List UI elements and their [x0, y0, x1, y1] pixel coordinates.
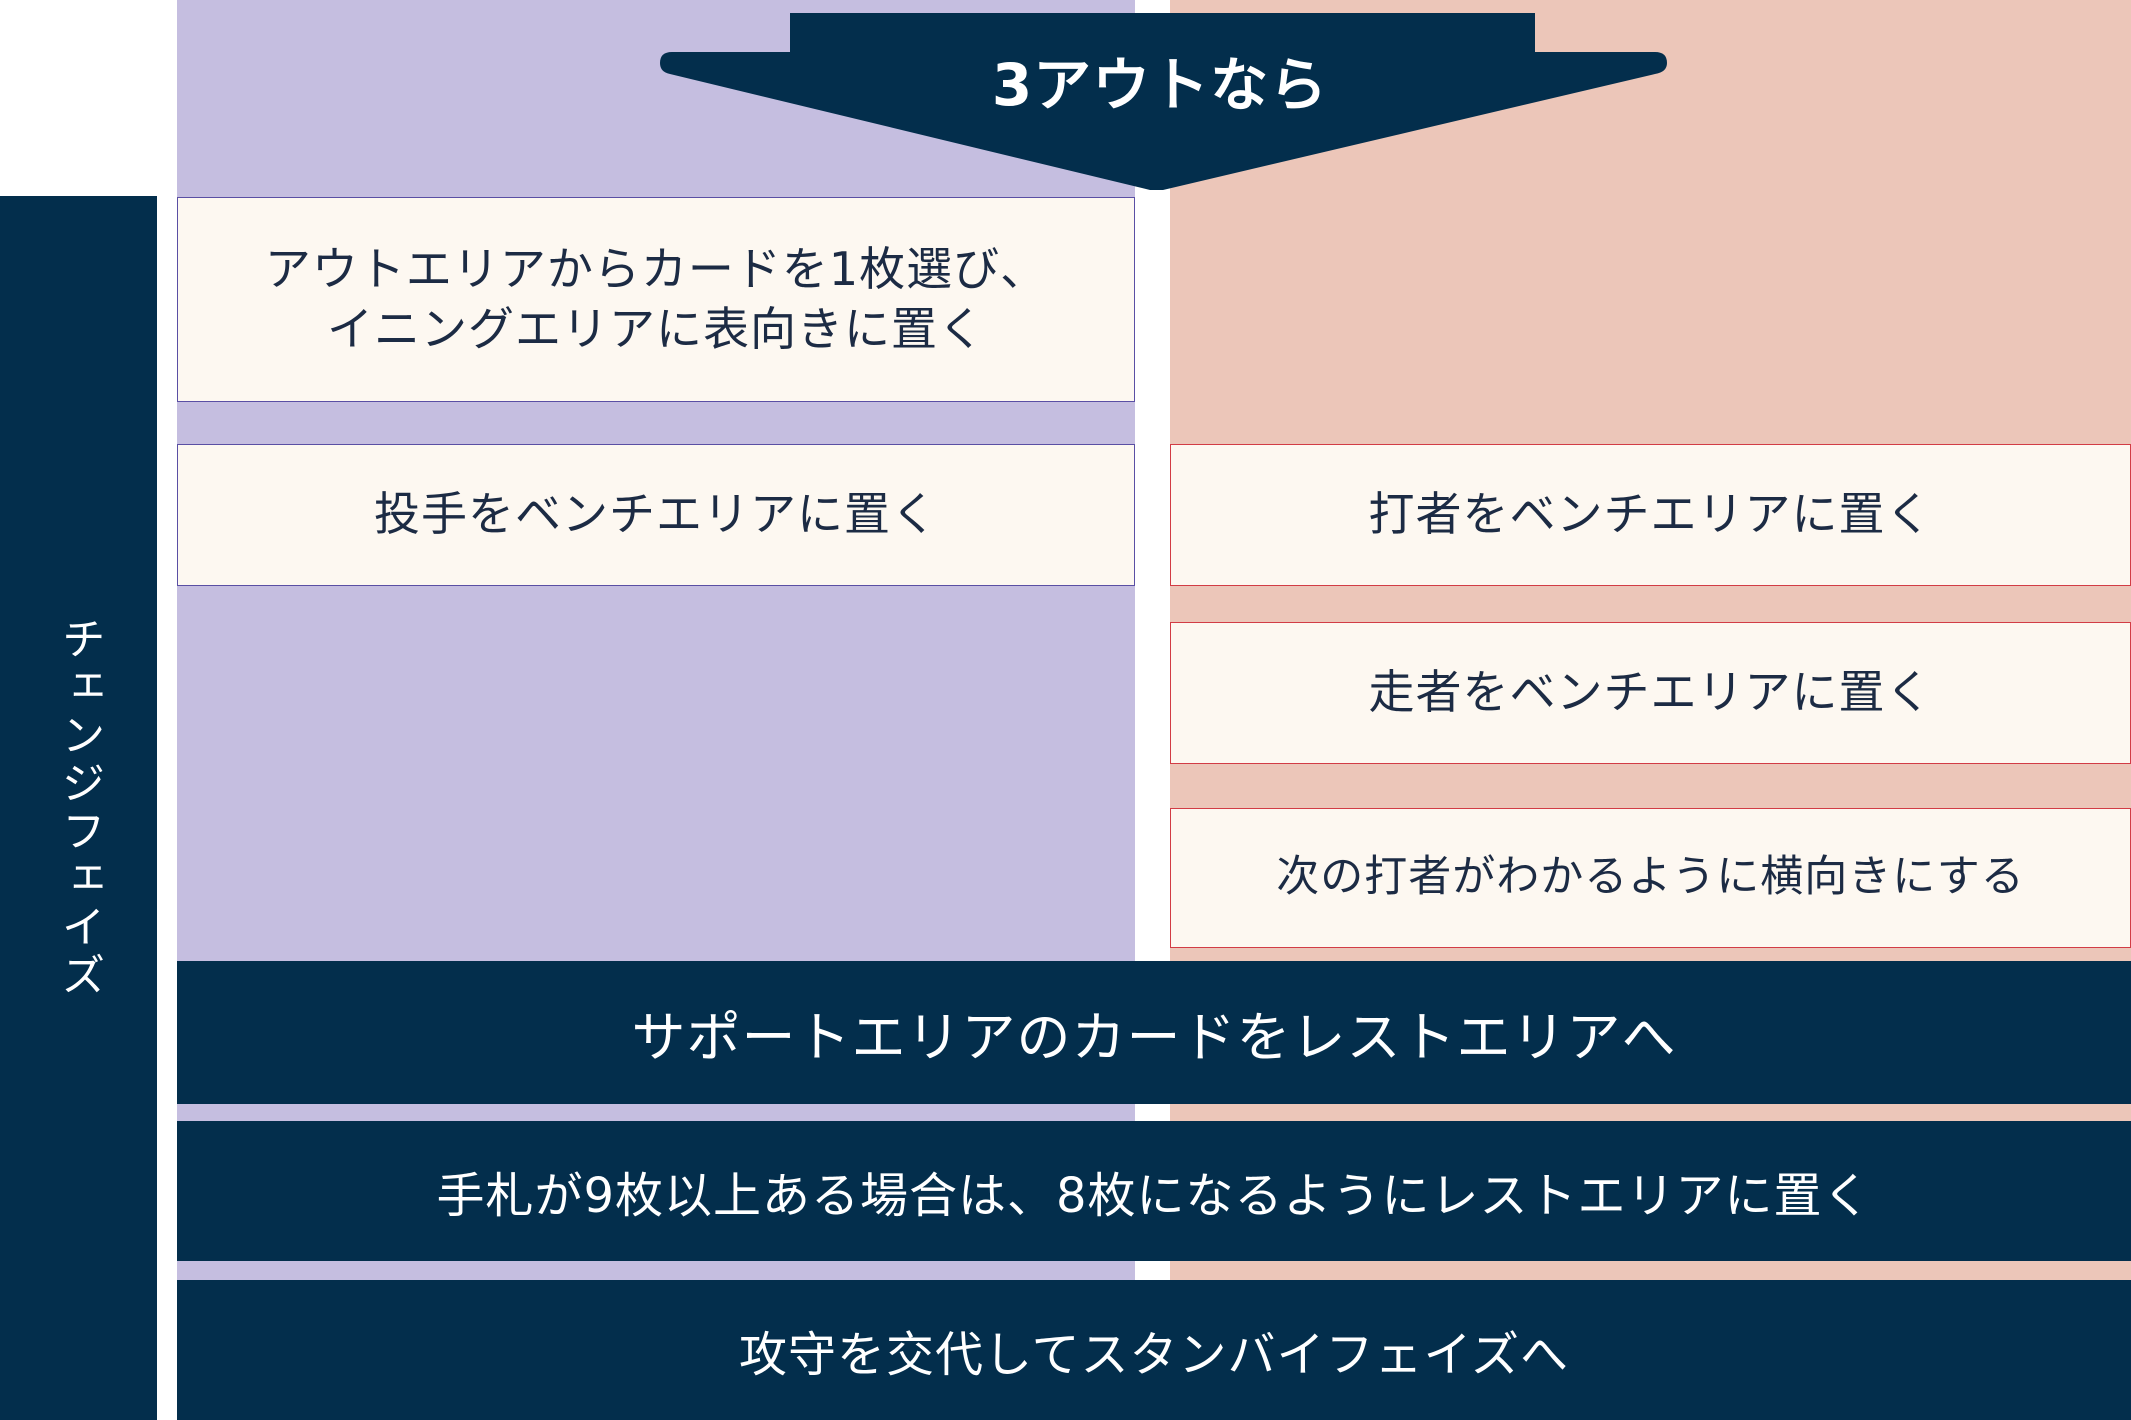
phase-side-bar: チェンジフェイズ — [0, 196, 157, 1420]
band-text-support-area: サポートエリアのカードをレストエリアへ — [631, 1006, 1677, 1069]
band-text-switch-sides: 攻守を交代してスタンバイフェイズへ — [738, 1327, 1570, 1383]
step-box-pitcher: 投手をベンチエリアに置く — [177, 444, 1135, 586]
step-text-pitcher: 投手をベンチエリアに置く — [374, 487, 938, 542]
phase-side-label: チェンジフェイズ — [53, 616, 105, 1000]
step-box-next-batter: 次の打者がわかるように横向きにする — [1170, 808, 2131, 948]
band-text-hand-limit: 手札が9枚以上ある場合は、8枚になるようにレストエリアに置く — [436, 1168, 1872, 1224]
step-text-next-batter: 次の打者がわかるように横向きにする — [1276, 852, 2025, 903]
step-text-choose-card: アウトエリアからカードを1枚選び、 イニングエリアに表向きに置く — [264, 241, 1048, 356]
arrow-label: 3アウトなら — [991, 51, 1329, 119]
band-support-area: サポートエリアのカードをレストエリアへ — [177, 961, 2131, 1104]
step-text-runner: 走者をベンチエリアに置く — [1368, 665, 1933, 720]
band-switch-sides: 攻守を交代してスタンバイフェイズへ — [177, 1280, 2131, 1420]
band-hand-limit: 手札が9枚以上ある場合は、8枚になるようにレストエリアに置く — [177, 1121, 2131, 1261]
step-text-batter: 打者をベンチエリアに置く — [1368, 487, 1933, 542]
step-box-batter: 打者をベンチエリアに置く — [1170, 444, 2131, 586]
step-box-choose-card: アウトエリアからカードを1枚選び、 イニングエリアに表向きに置く — [177, 197, 1135, 402]
step-box-runner: 走者をベンチエリアに置く — [1170, 622, 2131, 764]
